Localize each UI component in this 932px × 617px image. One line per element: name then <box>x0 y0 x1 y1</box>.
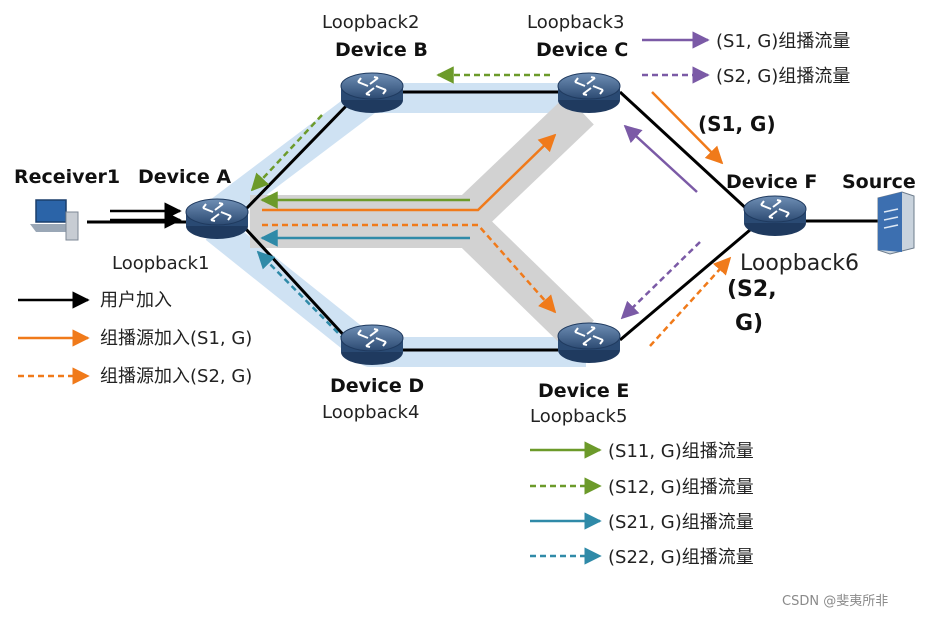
watermark: CSDN @斐夷所非 <box>782 593 888 609</box>
legend-s12g-traffic: (S12, G)组播流量 <box>608 477 754 498</box>
loopback6-label: Loopback6 <box>740 251 859 276</box>
device-a-label: Device A <box>138 166 231 188</box>
router-f-icon <box>743 195 807 237</box>
loopback3-label: Loopback3 <box>527 12 624 33</box>
legend-s1g-traffic: (S1, G)组播流量 <box>716 31 850 52</box>
receiver-label: Receiver1 <box>14 166 120 188</box>
device-e-label: Device E <box>538 380 629 402</box>
source-label: Source <box>842 171 916 193</box>
router-e-icon <box>557 322 621 364</box>
s1g-label: (S1, G) <box>698 112 776 136</box>
flow-arrows <box>110 66 732 347</box>
loopback1-label: Loopback1 <box>112 253 209 274</box>
source-server-icon <box>877 191 915 255</box>
legend-s2g-traffic: (S2, G)组播流量 <box>716 66 850 87</box>
halo-paths <box>205 83 594 367</box>
router-a-icon <box>185 198 249 240</box>
device-c-label: Device C <box>536 39 628 61</box>
loopback2-label: Loopback2 <box>322 12 419 33</box>
device-d-label: Device D <box>330 375 424 397</box>
receiver-pc-icon <box>30 199 79 241</box>
loopback5-label: Loopback5 <box>530 406 627 427</box>
router-d-icon <box>340 324 404 366</box>
legend-bottom: (S11, G)组播流量 (S12, G)组播流量 (S21, G)组播流量 (… <box>530 441 754 568</box>
s2g-label-line2: G) <box>735 311 763 336</box>
legend-s21g-traffic: (S21, G)组播流量 <box>608 512 754 533</box>
s2g-label-line1: (S2, <box>727 277 777 302</box>
legend-source-join-s2: 组播源加入(S2, G) <box>100 366 252 387</box>
legend-user-join: 用户加入 <box>100 290 172 311</box>
legend-s11g-traffic: (S11, G)组播流量 <box>608 441 754 462</box>
legend-left: 用户加入 组播源加入(S1, G) 组播源加入(S2, G) <box>18 290 252 387</box>
legend-source-join-s1: 组播源加入(S1, G) <box>100 328 252 349</box>
loopback4-label: Loopback4 <box>322 402 419 423</box>
router-b-icon <box>340 72 404 114</box>
router-c-icon <box>557 72 621 114</box>
device-b-label: Device B <box>335 39 428 61</box>
device-f-label: Device F <box>726 171 817 193</box>
legend-s22g-traffic: (S22, G)组播流量 <box>608 547 754 568</box>
legend-top-right: (S1, G)组播流量 (S2, G)组播流量 <box>642 31 850 87</box>
